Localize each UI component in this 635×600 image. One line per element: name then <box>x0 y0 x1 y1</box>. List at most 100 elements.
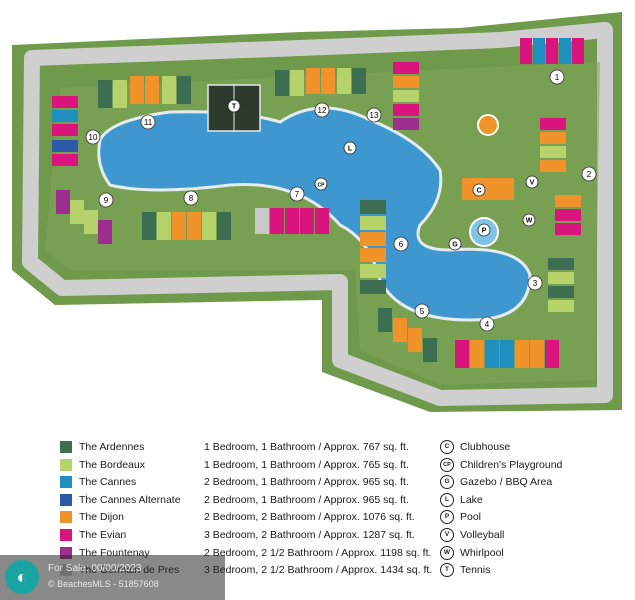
svg-text:9: 9 <box>104 196 109 205</box>
amenity-letter: C <box>440 440 454 454</box>
watermark: ◐ For Sale: 00/00/2023 © BeachesMLS - 51… <box>0 555 225 600</box>
amenity-marker: V <box>525 175 539 189</box>
amenity-label: Whirlpool <box>460 546 504 559</box>
building-number-marker: 9 <box>98 192 114 208</box>
unit-description: 1 Bedroom, 1 Bathroom / Approx. 765 sq. … <box>204 458 409 471</box>
building-6 <box>360 200 386 294</box>
unit-name: The Cannes Alternate <box>79 493 181 506</box>
building-3 <box>548 258 574 312</box>
amenity-marker: L <box>343 141 357 155</box>
amenity-label: Gazebo / BBQ Area <box>460 476 553 489</box>
amenity-letter: P <box>440 510 454 525</box>
svg-text:3: 3 <box>533 279 538 288</box>
unit-description: 1 Bedroom, 1 Bathroom / Approx. 767 sq. … <box>204 441 409 453</box>
building-number-marker: 4 <box>479 316 495 332</box>
building-number-marker: 10 <box>85 129 101 145</box>
unit-name: The Ardennes <box>79 441 145 453</box>
svg-text:11: 11 <box>144 118 153 127</box>
amenity-letter: L <box>440 492 454 507</box>
amenity-letter: V <box>440 528 454 542</box>
amenity-label: Pool <box>460 511 482 524</box>
building-number-marker: 6 <box>393 236 409 252</box>
building-7 <box>255 208 329 234</box>
svg-text:T: T <box>232 104 237 111</box>
fountain <box>477 114 499 136</box>
building-number-marker: 2 <box>581 166 597 182</box>
legend-swatch <box>60 511 72 524</box>
svg-text:V: V <box>530 180 535 187</box>
unit-name: The Bordeaux <box>79 458 145 471</box>
amenity-marker: W <box>522 213 536 227</box>
clubhouse <box>462 178 514 200</box>
building-number-marker: 7 <box>289 186 305 202</box>
amenity-label: Volleyball <box>460 529 505 541</box>
legend-swatch <box>60 529 72 541</box>
svg-text:P: P <box>482 228 487 235</box>
unit-name: The Dijon <box>79 511 124 524</box>
mls-logo-icon: ◐ <box>5 560 39 594</box>
legend-swatch <box>60 458 72 471</box>
svg-text:12: 12 <box>318 106 327 115</box>
building-number-marker: 13 <box>366 107 382 123</box>
svg-text:6: 6 <box>399 240 404 249</box>
watermark-line1: For Sale: 00/00/2023 <box>48 563 142 574</box>
building-9 <box>56 190 112 244</box>
svg-text:7: 7 <box>295 190 300 199</box>
building-10 <box>52 96 78 166</box>
svg-text:13: 13 <box>370 111 379 120</box>
legend-swatch <box>60 441 72 453</box>
lake <box>97 106 532 322</box>
amenity-marker: T <box>227 99 241 113</box>
svg-text:W: W <box>526 218 533 225</box>
building-number-marker: 1 <box>549 69 565 85</box>
building-5 <box>378 308 437 362</box>
amenity-marker: C <box>472 183 486 197</box>
amenity-label: Lake <box>460 493 483 506</box>
building-number-marker: 12 <box>314 102 330 118</box>
amenity-label: Tennis <box>460 564 491 577</box>
svg-text:L: L <box>348 146 353 153</box>
unit-name: The Evian <box>79 529 127 541</box>
building-4 <box>455 340 559 368</box>
unit-description: 2 Bedroom, 2 Bathroom / Approx. 1076 sq.… <box>204 511 415 524</box>
amenity-marker: CP <box>314 177 328 191</box>
svg-text:2: 2 <box>587 170 592 179</box>
building-1 <box>520 38 584 64</box>
unit-name: The Cannes <box>79 476 137 489</box>
building-number-marker: 5 <box>414 303 430 319</box>
amenity-marker: P <box>477 223 491 237</box>
svg-text:CP: CP <box>318 183 326 189</box>
building-8 <box>142 212 231 240</box>
unit-description: 2 Bedroom, 1 Bathroom / Approx. 965 sq. … <box>204 476 409 489</box>
building-number-marker: 11 <box>140 114 156 130</box>
amenity-letter: G <box>440 475 454 490</box>
building-number-marker: 3 <box>527 275 543 291</box>
svg-text:10: 10 <box>89 133 98 142</box>
building-12 <box>275 68 366 96</box>
unit-description: 3 Bedroom, 2 1/2 Bathroom / Approx. 1434… <box>204 564 433 577</box>
building-13 <box>393 62 419 130</box>
amenity-label: Clubhouse <box>460 441 511 453</box>
amenity-marker: G <box>448 237 462 251</box>
building-11 <box>98 76 191 108</box>
watermark-line2: © BeachesMLS - 51857608 <box>48 579 159 589</box>
unit-description: 2 Bedroom, 2 1/2 Bathroom / Approx. 1198… <box>204 546 432 559</box>
amenity-letter: W <box>440 545 454 560</box>
building-number-marker: 8 <box>183 190 199 206</box>
amenity-letter: CP <box>440 457 454 472</box>
svg-text:4: 4 <box>485 320 490 329</box>
amenity-letter: T <box>440 563 454 578</box>
svg-text:C: C <box>476 188 481 195</box>
svg-text:G: G <box>452 242 458 249</box>
svg-text:8: 8 <box>189 194 194 203</box>
unit-description: 3 Bedroom, 2 Bathroom / Approx. 1287 sq.… <box>204 529 415 541</box>
legend-swatch <box>60 493 72 506</box>
perimeter-road <box>22 22 613 406</box>
svg-text:1: 1 <box>555 73 560 82</box>
amenity-label: Children's Playground <box>460 458 563 471</box>
svg-text:5: 5 <box>420 307 425 316</box>
legend-swatch <box>60 476 72 489</box>
building-2 <box>540 118 581 235</box>
unit-description: 2 Bedroom, 1 Bathroom / Approx. 965 sq. … <box>204 493 409 506</box>
